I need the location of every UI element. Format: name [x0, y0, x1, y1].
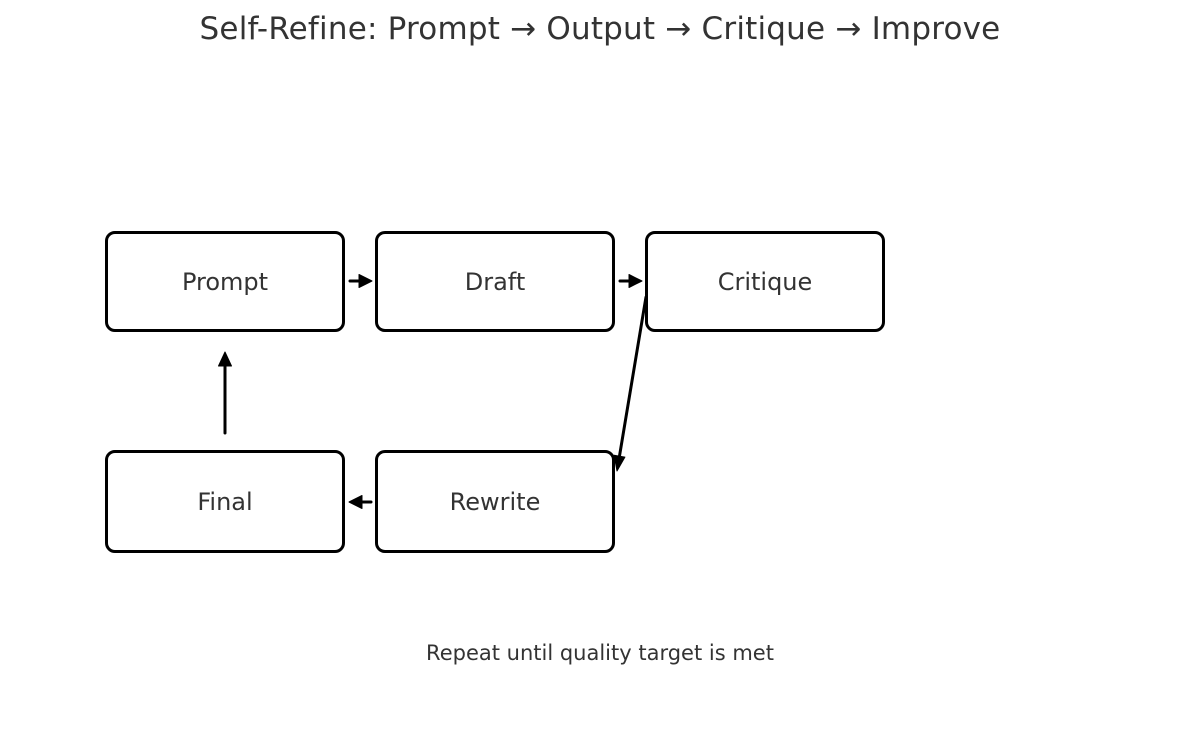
node-prompt-label: Prompt — [181, 267, 269, 296]
arrow-rewrite-to-final — [348, 495, 373, 509]
node-final: Final — [105, 450, 345, 553]
node-rewrite-label: Rewrite — [449, 487, 541, 516]
diagram-title: Self-Refine: Prompt → Output → Critique … — [199, 11, 1001, 47]
node-draft: Draft — [375, 231, 615, 332]
node-final-label: Final — [197, 487, 253, 516]
node-critique: Critique — [645, 231, 885, 332]
arrow-final-to-prompt — [218, 351, 232, 435]
node-prompt: Prompt — [105, 231, 345, 332]
node-critique-label: Critique — [717, 267, 813, 296]
arrow-critique-to-rewrite — [613, 295, 648, 472]
arrow-draft-to-critique — [618, 274, 643, 288]
node-rewrite: Rewrite — [375, 450, 615, 553]
diagram-caption: Repeat until quality target is met — [426, 641, 774, 665]
arrow-prompt-to-draft — [348, 274, 373, 288]
node-draft-label: Draft — [464, 267, 526, 296]
